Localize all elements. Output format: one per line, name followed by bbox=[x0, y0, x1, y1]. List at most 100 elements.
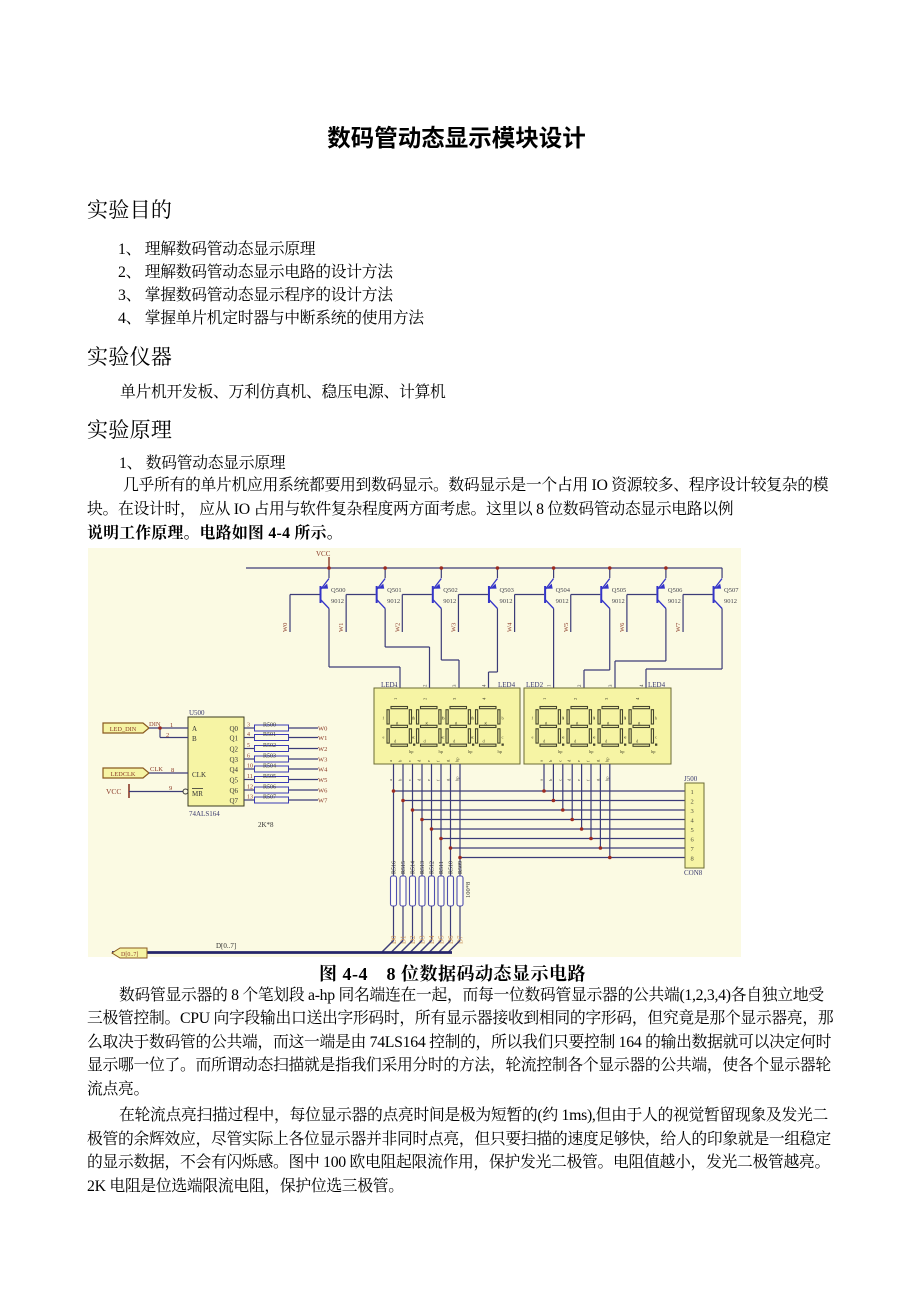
svg-text:R506: R506 bbox=[263, 785, 276, 791]
svg-text:Q502: Q502 bbox=[443, 587, 457, 594]
svg-text:hp: hp bbox=[604, 757, 609, 762]
svg-text:MR: MR bbox=[192, 790, 203, 798]
svg-text:d: d bbox=[574, 739, 577, 744]
svg-text:hp: hp bbox=[589, 749, 594, 754]
svg-text:6: 6 bbox=[247, 754, 250, 760]
svg-text:a: a bbox=[388, 779, 393, 781]
svg-text:e: e bbox=[563, 735, 565, 740]
svg-text:e: e bbox=[383, 735, 385, 740]
svg-text:W7: W7 bbox=[675, 622, 682, 632]
svg-text:2K*8: 2K*8 bbox=[258, 821, 274, 829]
svg-text:W7: W7 bbox=[318, 798, 328, 805]
svg-text:LED2: LED2 bbox=[526, 681, 544, 689]
svg-text:CON8: CON8 bbox=[684, 869, 703, 877]
svg-text:hp: hp bbox=[651, 749, 656, 754]
svg-text:D[0..7]: D[0..7] bbox=[216, 942, 236, 950]
svg-text:c: c bbox=[407, 760, 412, 762]
svg-text:b: b bbox=[548, 778, 553, 781]
svg-text:d: d bbox=[567, 759, 572, 762]
svg-text:Q5: Q5 bbox=[229, 777, 238, 785]
svg-text:J500: J500 bbox=[684, 775, 698, 783]
svg-text:d: d bbox=[543, 739, 546, 744]
svg-text:W0: W0 bbox=[318, 726, 327, 733]
svg-text:3: 3 bbox=[453, 684, 458, 687]
svg-text:DIN: DIN bbox=[149, 721, 161, 728]
svg-text:4: 4 bbox=[640, 684, 645, 687]
svg-text:W4: W4 bbox=[507, 622, 514, 632]
svg-text:f: f bbox=[586, 760, 591, 762]
svg-text:2: 2 bbox=[578, 684, 583, 687]
svg-text:hp: hp bbox=[455, 757, 460, 762]
svg-text:2: 2 bbox=[691, 798, 694, 805]
svg-text:9012: 9012 bbox=[499, 598, 512, 605]
svg-text:6: 6 bbox=[691, 836, 695, 843]
svg-text:4: 4 bbox=[483, 684, 488, 687]
svg-text:b: b bbox=[562, 716, 565, 721]
svg-text:4: 4 bbox=[691, 817, 695, 824]
svg-text:Q0: Q0 bbox=[229, 725, 238, 733]
svg-text:e: e bbox=[625, 735, 627, 740]
svg-text:74ALS164: 74ALS164 bbox=[189, 810, 220, 818]
svg-text:c: c bbox=[413, 735, 415, 740]
svg-text:1: 1 bbox=[691, 789, 694, 796]
svg-text:c: c bbox=[557, 760, 562, 762]
svg-text:W6: W6 bbox=[619, 622, 626, 632]
svg-text:g: g bbox=[396, 720, 399, 725]
svg-text:b: b bbox=[472, 716, 475, 721]
svg-text:1: 1 bbox=[393, 697, 398, 700]
svg-text:d: d bbox=[424, 739, 427, 744]
svg-text:d: d bbox=[417, 778, 422, 781]
svg-text:b: b bbox=[398, 778, 403, 781]
svg-text:b: b bbox=[502, 716, 505, 721]
svg-text:D6: D6 bbox=[447, 935, 455, 944]
svg-text:9012: 9012 bbox=[331, 598, 344, 605]
svg-text:R502: R502 bbox=[263, 743, 276, 749]
svg-text:4: 4 bbox=[482, 697, 487, 700]
svg-text:c: c bbox=[443, 735, 445, 740]
svg-text:b: b bbox=[443, 716, 446, 721]
svg-text:W5: W5 bbox=[318, 777, 327, 784]
svg-text:c: c bbox=[407, 779, 412, 781]
svg-text:b: b bbox=[593, 716, 596, 721]
svg-text:a: a bbox=[539, 760, 544, 762]
svg-text:g: g bbox=[485, 720, 488, 725]
svg-text:9012: 9012 bbox=[556, 598, 569, 605]
svg-text:f: f bbox=[532, 716, 534, 721]
svg-text:R511: R511 bbox=[439, 861, 445, 874]
svg-text:9012: 9012 bbox=[387, 598, 400, 605]
svg-text:hp: hp bbox=[439, 749, 444, 754]
svg-text:Q506: Q506 bbox=[668, 587, 683, 594]
svg-text:g: g bbox=[607, 720, 610, 725]
svg-text:D4: D4 bbox=[428, 935, 436, 944]
svg-text:d: d bbox=[453, 739, 456, 744]
svg-text:hp: hp bbox=[468, 749, 473, 754]
svg-text:g: g bbox=[576, 720, 579, 725]
svg-text:b: b bbox=[413, 716, 416, 721]
svg-text:R505: R505 bbox=[263, 774, 276, 780]
svg-text:hp: hp bbox=[620, 749, 625, 754]
svg-text:g: g bbox=[638, 720, 641, 725]
svg-text:1: 1 bbox=[394, 684, 399, 687]
svg-text:e: e bbox=[471, 735, 473, 740]
svg-text:VCC: VCC bbox=[106, 787, 121, 796]
svg-text:e: e bbox=[426, 760, 431, 762]
svg-text:B: B bbox=[192, 735, 197, 743]
svg-text:11: 11 bbox=[247, 774, 253, 780]
svg-text:hp: hp bbox=[558, 749, 563, 754]
svg-text:12: 12 bbox=[247, 785, 253, 791]
svg-text:W3: W3 bbox=[318, 757, 327, 764]
svg-text:f: f bbox=[471, 716, 473, 721]
svg-text:3: 3 bbox=[452, 697, 457, 700]
svg-text:1: 1 bbox=[548, 684, 553, 687]
svg-text:13: 13 bbox=[247, 795, 253, 801]
svg-text:2: 2 bbox=[423, 697, 428, 700]
svg-text:Q504: Q504 bbox=[556, 587, 571, 594]
svg-text:g: g bbox=[595, 759, 600, 762]
svg-text:b: b bbox=[548, 759, 553, 762]
svg-text:e: e bbox=[576, 779, 581, 781]
svg-text:b: b bbox=[655, 716, 658, 721]
svg-text:W2: W2 bbox=[394, 623, 401, 632]
svg-text:VCC: VCC bbox=[316, 550, 331, 558]
svg-text:1: 1 bbox=[170, 722, 173, 729]
svg-text:b: b bbox=[624, 716, 627, 721]
